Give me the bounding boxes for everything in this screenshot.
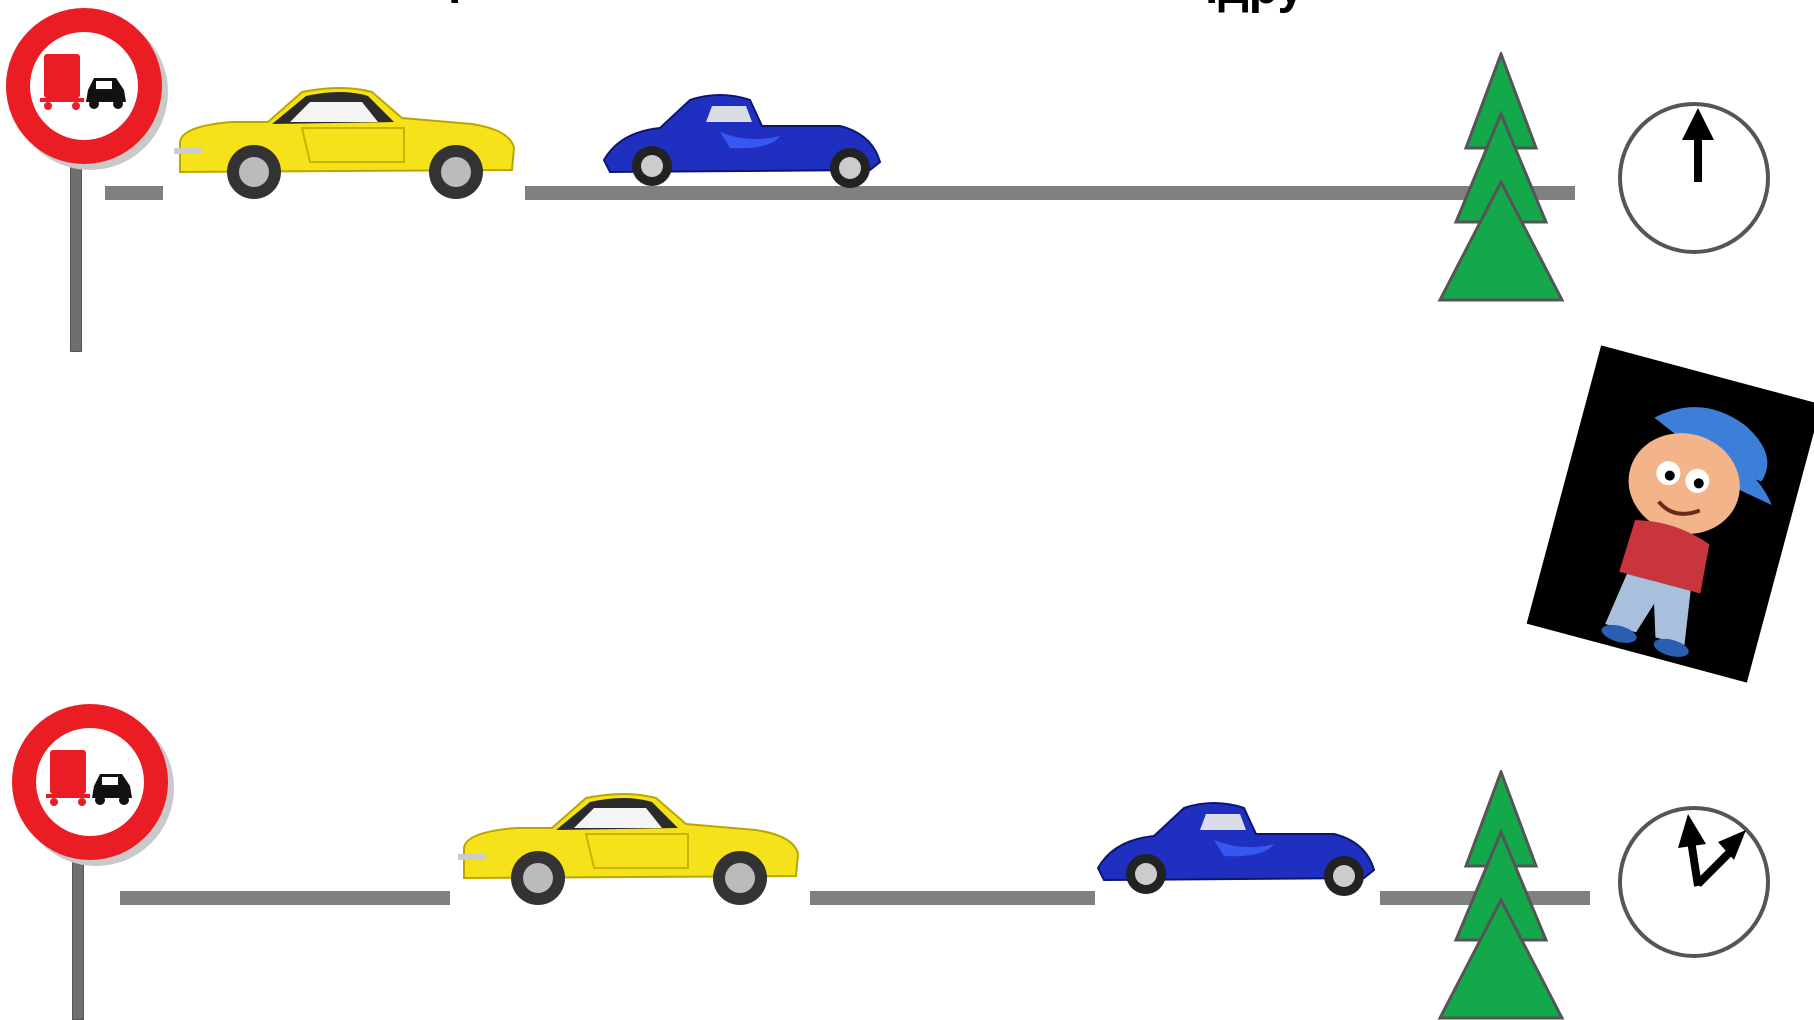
fir-tree-icon [1436, 770, 1566, 1020]
yellow-convertible-car-icon [172, 82, 518, 200]
sign-pole-top [70, 160, 82, 352]
sign-pole-bottom [72, 855, 84, 1020]
no-overtaking-truck-sign-icon [6, 8, 162, 164]
clock-icon [1618, 806, 1770, 958]
blue-hotrod-car-icon [1094, 800, 1379, 896]
road-segment [810, 891, 1095, 905]
top-text-fragment-left: ı [448, 0, 461, 15]
fir-tree-icon [1436, 52, 1566, 302]
cartoon-boy-cap-icon [1527, 345, 1814, 682]
top-text-fragment-right: ıдру [1205, 0, 1304, 15]
road-segment [525, 186, 1575, 200]
no-overtaking-truck-sign-icon [12, 704, 168, 860]
yellow-convertible-car-icon [456, 788, 802, 906]
road-segment [120, 891, 450, 905]
road-segment [105, 186, 163, 200]
clock-icon [1618, 102, 1770, 254]
blue-hotrod-car-icon [600, 92, 885, 188]
